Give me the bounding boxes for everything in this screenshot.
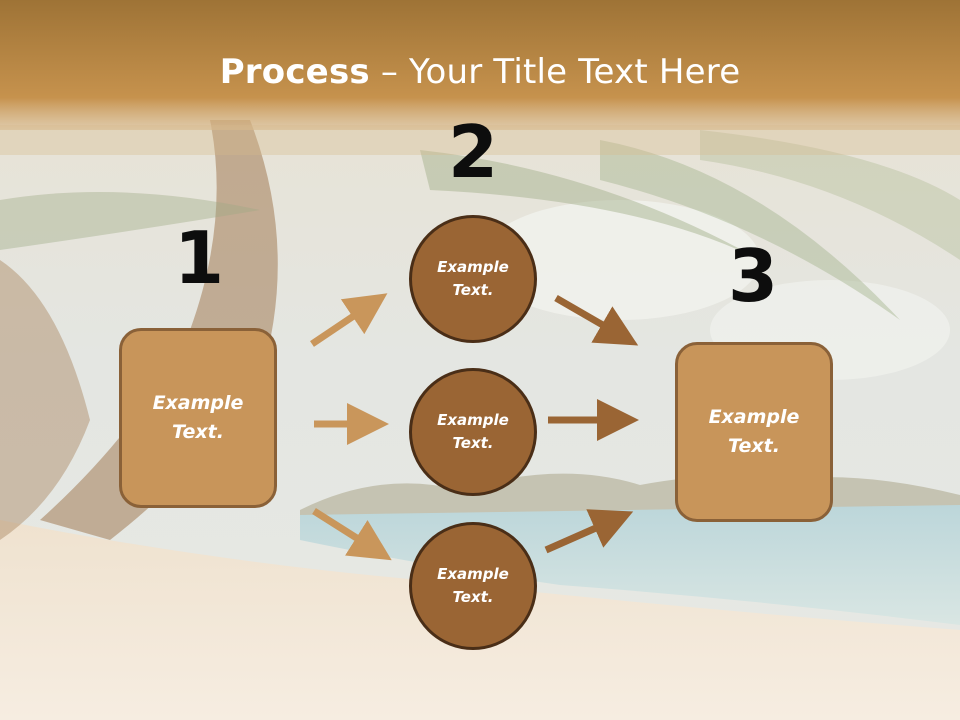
arrow-1-to-bottom xyxy=(312,508,392,561)
step-2-circle-bottom-text: Example Text. xyxy=(437,565,509,606)
arrow-bottom-to-3 xyxy=(544,509,634,554)
step-1-text: Example Text. xyxy=(152,392,244,443)
step-2-circle-middle: Example Text. xyxy=(409,368,537,496)
arrow-top-to-3 xyxy=(554,294,639,346)
arrow-1-to-top xyxy=(310,293,388,347)
step-3-box: Example Text. xyxy=(675,342,833,522)
step-number-3: 3 xyxy=(727,234,779,318)
step-2-circle-middle-text: Example Text. xyxy=(437,411,509,452)
step-2-circle-top-text: Example Text. xyxy=(437,258,509,299)
step-1-box: Example Text. xyxy=(119,328,277,508)
step-number-1: 1 xyxy=(173,216,225,300)
title-rest: – Your Title Text Here xyxy=(369,52,741,92)
slide-title: Process – Your Title Text Here xyxy=(0,52,960,92)
step-number-2: 2 xyxy=(447,110,499,194)
step-2-circle-bottom: Example Text. xyxy=(409,522,537,650)
title-bold: Process xyxy=(219,52,370,92)
step-3-text: Example Text. xyxy=(708,406,800,457)
step-2-circle-top: Example Text. xyxy=(409,215,537,343)
